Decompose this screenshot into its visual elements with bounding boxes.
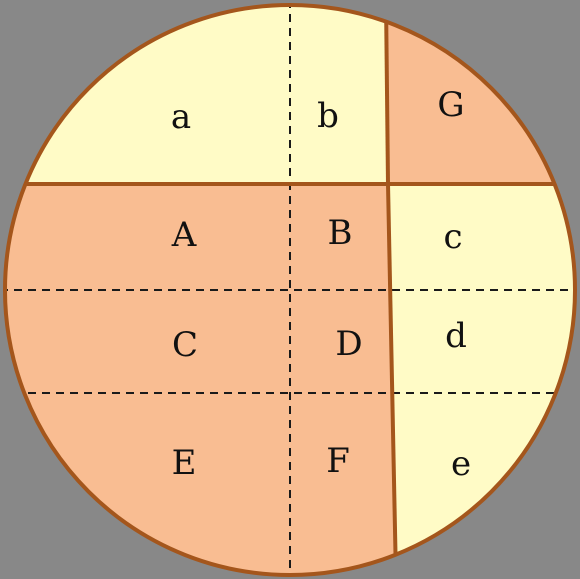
- label-E: E: [172, 443, 197, 483]
- label-e: e: [451, 444, 471, 484]
- label-b: b: [317, 96, 339, 136]
- label-B: B: [328, 213, 353, 253]
- label-C: C: [172, 325, 198, 365]
- label-A: A: [171, 215, 197, 255]
- solid-line-vertical-lower: [386, 183, 398, 575]
- solid-line-vertical-upper: [384, 5, 390, 185]
- label-d: d: [445, 316, 467, 356]
- region-top-light: [5, 5, 388, 184]
- region-labels: a b G A B c C D d E F e: [171, 85, 471, 484]
- label-G: G: [437, 85, 464, 125]
- label-F: F: [326, 441, 350, 481]
- label-a: a: [171, 97, 191, 137]
- label-c: c: [443, 217, 462, 257]
- region-top-right-dark: [386, 5, 575, 184]
- region-left-dark: [5, 184, 396, 575]
- label-D: D: [335, 324, 362, 364]
- region-right-light: [388, 184, 575, 575]
- circle-outline: [3, 3, 577, 577]
